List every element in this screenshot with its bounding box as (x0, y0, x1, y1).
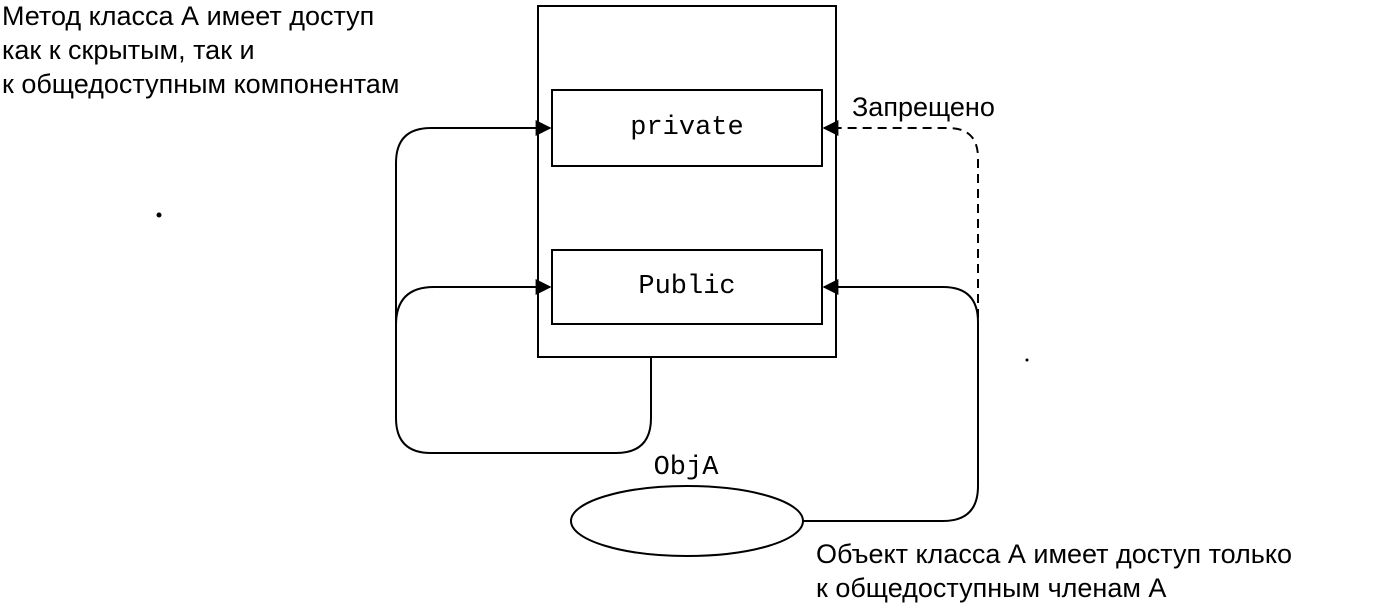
object-to-public-arrow (803, 279, 979, 522)
object-label: ObjA (653, 453, 719, 483)
method-note-line-1: Метод класса А имеет доступ (2, 1, 375, 31)
private-label: private (630, 113, 744, 143)
method-to-private-arrow (395, 120, 652, 454)
object-ellipse (570, 485, 804, 557)
private-section-box (551, 89, 823, 167)
forbidden-label: Запрещено (852, 92, 995, 122)
object-note-line-2: к общедоступным членам А (816, 573, 1167, 603)
stray-dot (156, 212, 162, 218)
public-section-box (551, 249, 823, 325)
forbidden-access-arrow (822, 120, 979, 318)
method-note-line-2: как к скрытым, так и (2, 35, 255, 65)
object-note-line-1: Объект класса А имеет доступ только (816, 539, 1293, 569)
public-label: Public (638, 272, 736, 302)
stray-dot (1025, 358, 1029, 362)
method-to-public-arrow (395, 279, 552, 326)
method-note-line-3: к общедоступным компонентам (2, 69, 400, 99)
class-a-box (537, 5, 837, 358)
